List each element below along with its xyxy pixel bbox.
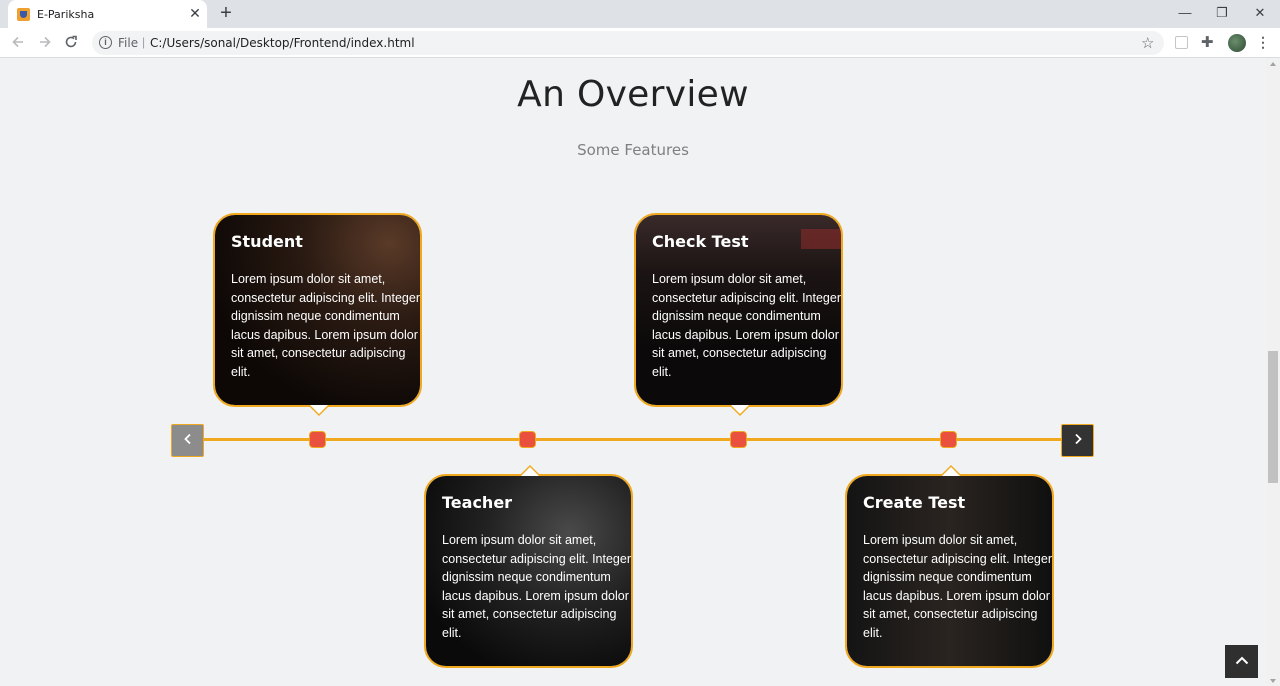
chevron-right-icon [1074,433,1082,445]
page-scrollbar[interactable] [1266,59,1280,686]
timeline-dot[interactable] [519,431,536,448]
scrollbar-thumb[interactable] [1268,351,1278,483]
browser-tab-strip: E-Pariksha ✕ + — ❐ ✕ [0,0,1280,28]
card-background-image [215,215,420,405]
favicon-icon [17,8,30,21]
tab-title: E-Pariksha [37,8,95,21]
timeline-card-check-test: Check Test Lorem ipsum dolor sit amet, c… [634,213,843,416]
page-viewport: An Overview Some Features Student Lorem … [0,59,1266,686]
kebab-menu-icon[interactable]: ⋮ [1256,34,1270,50]
info-icon[interactable]: i [99,36,112,49]
address-bar[interactable]: i File | C:/Users/sonal/Desktop/Frontend… [92,31,1164,55]
timeline-dot[interactable] [940,431,957,448]
tab-close-icon[interactable]: ✕ [189,5,201,21]
browser-toolbar: i File | C:/Users/sonal/Desktop/Frontend… [0,28,1280,58]
timeline-dot[interactable] [730,431,747,448]
card-text: Lorem ipsum dolor sit amet, consectetur … [863,533,1052,640]
timeline-line [200,438,1066,441]
timeline-dot[interactable] [309,431,326,448]
card-text: Lorem ipsum dolor sit amet, consectetur … [231,272,420,379]
reload-icon[interactable] [63,35,79,51]
card-background-image [426,476,631,666]
card-title: Create Test [863,493,966,512]
card-pointer-fill [731,405,749,414]
card-pointer-fill [942,467,960,476]
card-title: Student [231,232,303,251]
chevron-up-icon [1235,656,1248,665]
card-title: Check Test [652,232,749,251]
new-tab-button[interactable]: + [220,2,232,24]
card-pointer-fill [310,405,328,414]
forward-icon[interactable] [37,35,53,51]
url-path[interactable]: C:/Users/sonal/Desktop/Frontend/index.ht… [150,36,415,50]
card-text: Lorem ipsum dolor sit amet, consectetur … [652,272,841,379]
url-separator: | [142,35,146,49]
card-background-image [636,215,841,405]
browser-tab[interactable]: E-Pariksha ✕ [8,0,207,28]
scroll-up-arrow-icon[interactable] [1270,62,1276,66]
puzzle-icon[interactable]: ✚ [1201,34,1214,51]
maximize-button[interactable]: ❐ [1216,5,1228,20]
chevron-left-icon [183,433,191,445]
card-pointer-fill [521,467,539,476]
bookmark-star-icon[interactable]: ☆ [1141,35,1155,52]
timeline-card-student: Student Lorem ipsum dolor sit amet, cons… [213,213,422,416]
timeline-card-create-test: Create Test Lorem ipsum dolor sit amet, … [845,465,1054,668]
minimize-button[interactable]: — [1178,5,1192,20]
extension-icon[interactable] [1175,36,1188,49]
back-icon[interactable] [10,35,26,51]
scroll-down-arrow-icon[interactable] [1270,679,1276,683]
page-title: An Overview [517,74,749,115]
url-scheme: File [118,36,139,50]
card-background-image [847,476,1052,666]
close-window-button[interactable]: ✕ [1254,5,1266,20]
timeline-card-teacher: Teacher Lorem ipsum dolor sit amet, cons… [424,465,633,668]
card-text: Lorem ipsum dolor sit amet, consectetur … [442,533,631,640]
card-title: Teacher [442,493,513,512]
back-to-top-button[interactable] [1225,645,1258,678]
profile-avatar[interactable] [1228,34,1246,52]
prev-arrow-button[interactable] [171,424,204,457]
next-arrow-button[interactable] [1061,424,1094,457]
page-subtitle: Some Features [577,141,689,159]
